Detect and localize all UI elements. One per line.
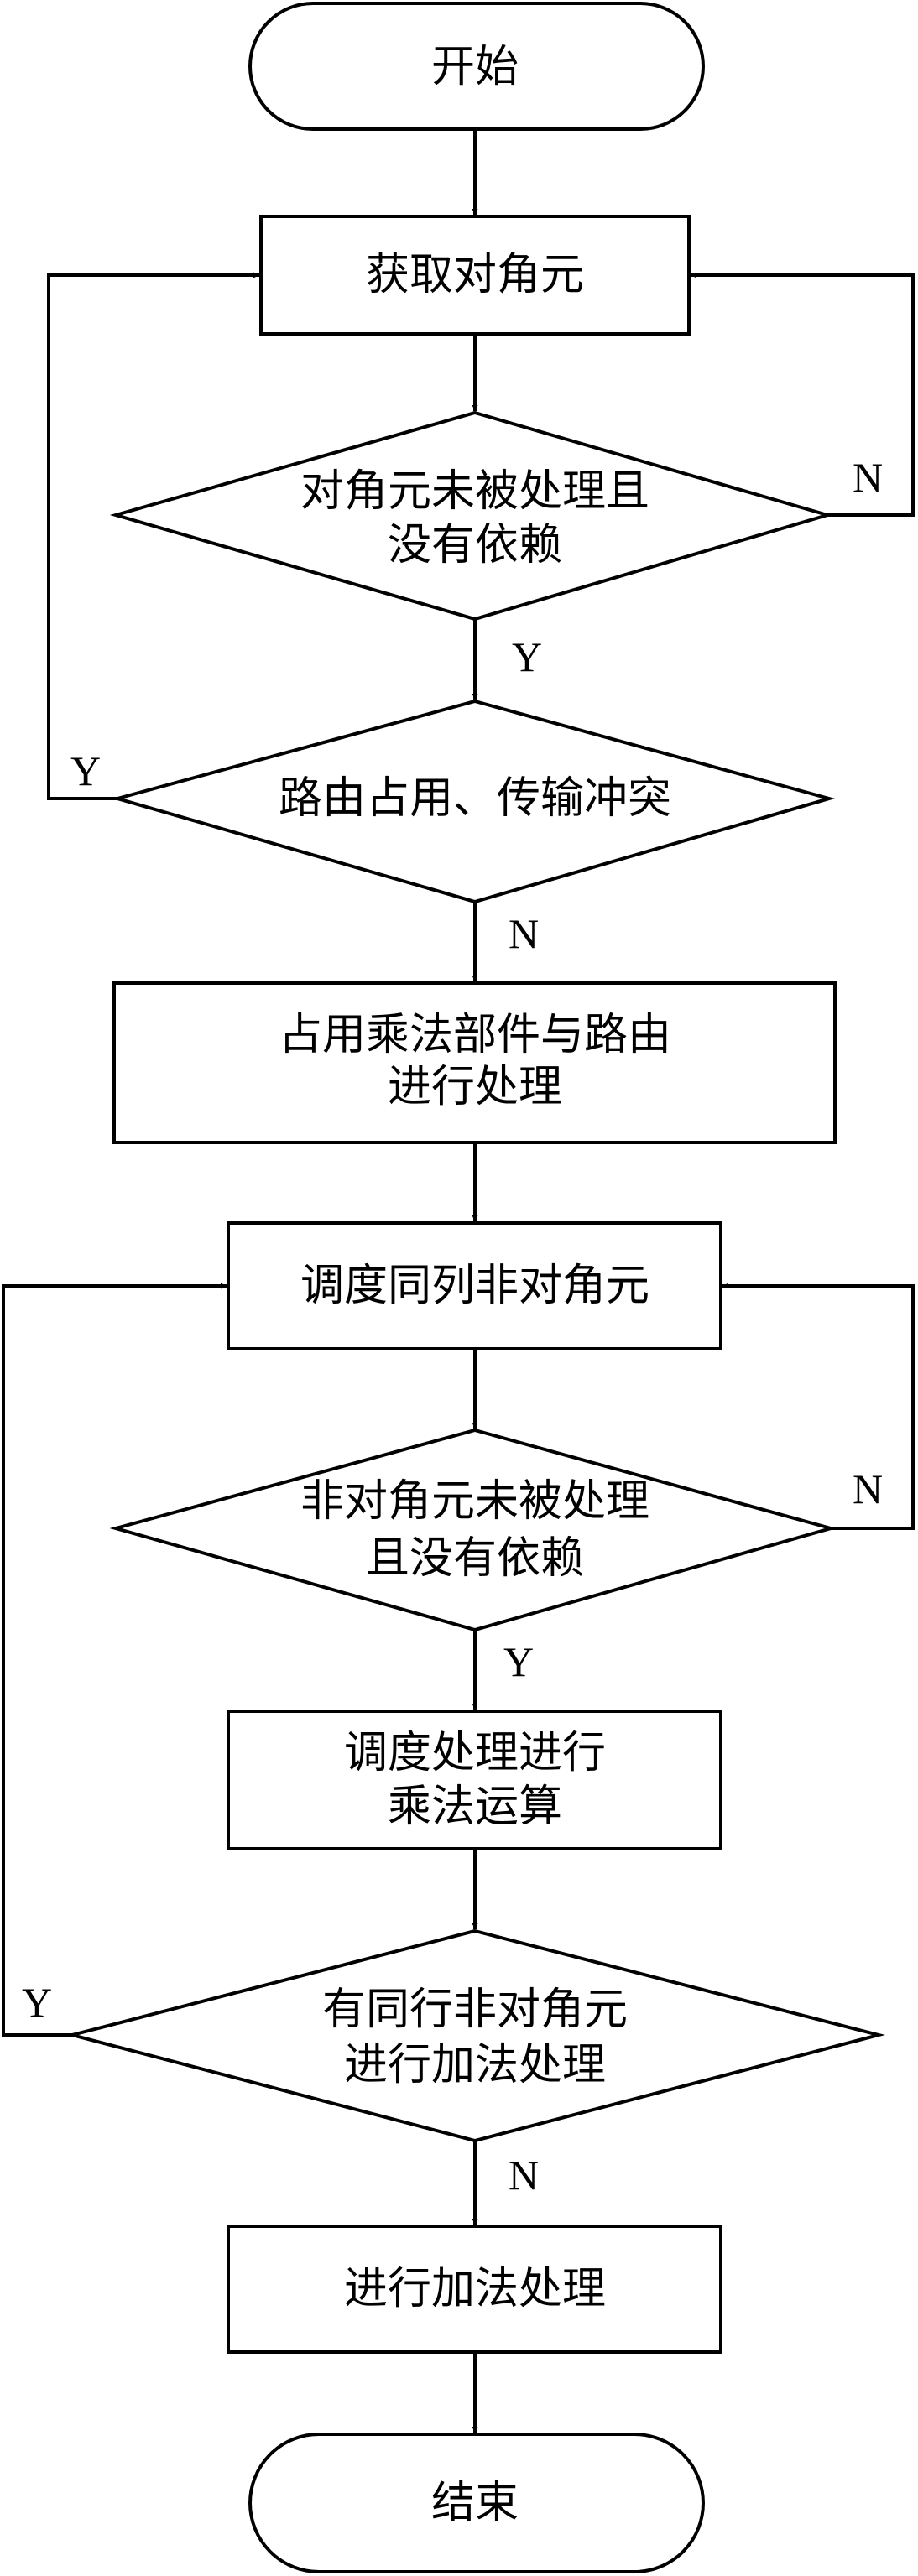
do-addition-box [227, 2225, 722, 2354]
edge-label-route-yes: Y [70, 747, 101, 794]
loop-offdiag-no [722, 1283, 915, 1530]
schedule-multiply-line2: 乘法运算 [388, 1782, 562, 1832]
end-label: 结束 [431, 2478, 519, 2528]
edge-label-row-yes: Y [22, 1979, 52, 2026]
edge-label-offdiag-no: N [853, 1465, 883, 1512]
get-diagonal-box [259, 215, 691, 336]
row-decision-line1: 有同行非对角元 [322, 1985, 628, 2035]
schedule-offdiagonal-label: 调度同列非对角元 [300, 1261, 649, 1311]
schedule-multiply-box [227, 1710, 722, 1850]
edge-label-row-no: N [509, 2152, 539, 2199]
row-decision-line2: 进行加法处理 [344, 2040, 606, 2090]
occupy-multiplier-box [112, 981, 837, 1144]
edge-label-diag-yes: Y [512, 633, 542, 680]
edge-label-offdiag-yes: Y [503, 1638, 534, 1685]
offdiag-decision-line2: 且没有依赖 [366, 1533, 584, 1584]
same-row-decision [65, 1928, 885, 2143]
loop-diag-no [691, 272, 915, 517]
schedule-multiply-line1: 调度处理进行 [344, 1728, 606, 1778]
offdiagonal-unprocessed-decision [109, 1428, 837, 1632]
offdiag-decision-line1: 非对角元未被处理 [300, 1476, 649, 1527]
route-decision-label: 路由占用、传输冲突 [279, 773, 671, 824]
schedule-offdiagonal-box [227, 1221, 722, 1350]
do-addition-label: 进行加法处理 [344, 2264, 606, 2314]
occupy-line1: 占用乘法部件与路由 [279, 1010, 671, 1060]
get-diagonal-label: 获取对角元 [366, 250, 584, 300]
start-terminal [248, 2, 705, 131]
occupy-line2: 进行处理 [388, 1062, 562, 1112]
edge-label-route-no: N [509, 910, 539, 957]
edge-label-diag-no: N [853, 454, 883, 501]
start-label: 开始 [431, 42, 519, 92]
diag-decision-line1: 对角元未被处理且 [300, 466, 649, 517]
loop-route-yes [47, 272, 259, 800]
diag-decision-line2: 没有依赖 [388, 520, 562, 570]
end-terminal [248, 2433, 705, 2573]
loop-row-yes [2, 1283, 227, 2037]
